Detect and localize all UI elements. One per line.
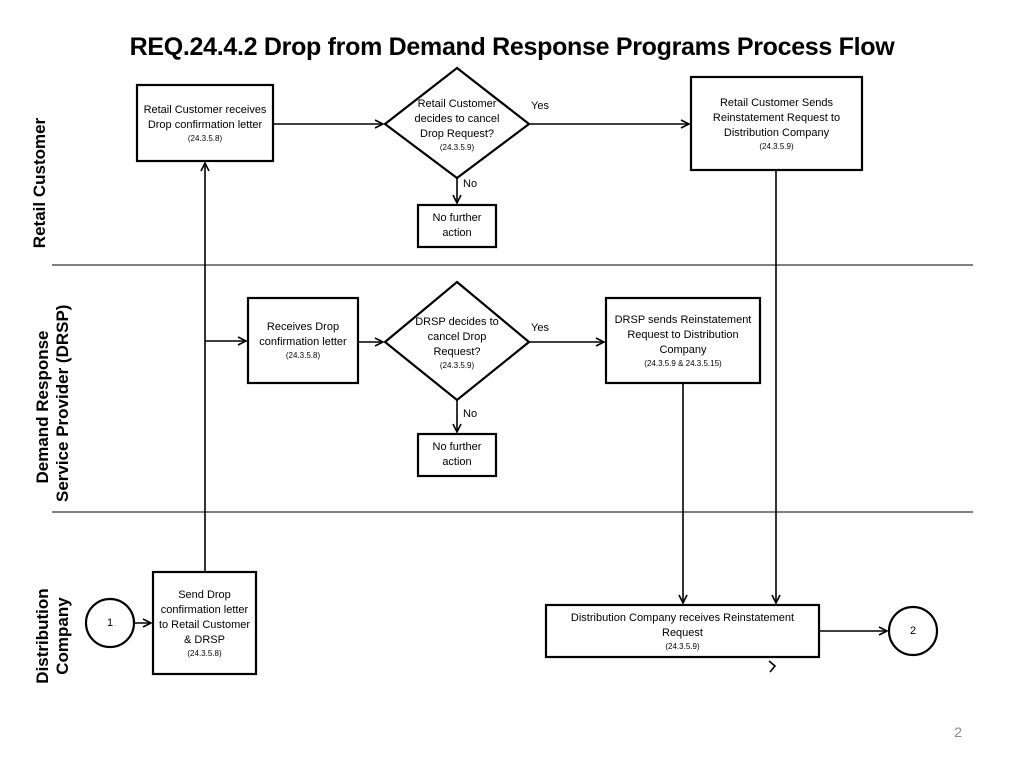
page-title: REQ.24.4.2 Drop from Demand Response Pro… — [129, 33, 895, 61]
dc-send-box — [151, 570, 258, 676]
dc-receives-text: Distribution Company receives Reinstatem… — [570, 611, 795, 651]
lane-label-retail-customer: Retail Customer — [30, 117, 49, 249]
rc-receives-box — [135, 83, 275, 163]
drsp-decides-text: DRSP decides to cancel Drop Request? (24… — [415, 316, 499, 370]
lane-label-drsp: Demand Response Service Provider (DRSP) — [33, 304, 72, 502]
lane-label-distribution-company: Distribution Company — [33, 588, 72, 684]
rc-decides-text: Retail Customer decides to cancel Drop R… — [414, 98, 500, 152]
rc-no-action-box — [416, 203, 498, 249]
drsp-no-action-box — [416, 432, 498, 478]
drsp-no-action-text: No further action — [432, 441, 482, 468]
drsp-receives-box — [246, 296, 360, 385]
rc-no-label: No — [463, 178, 478, 190]
end-connector-label: 2 — [909, 624, 917, 637]
page-number: 2 — [954, 724, 962, 740]
dc-send-text: Send Drop confirmation letter to Retail … — [158, 588, 251, 658]
drsp-no-label: No — [463, 408, 478, 420]
start-connector-label: 1 — [106, 616, 114, 629]
drsp-sends-text: DRSP sends Reinstatement Request to Dist… — [614, 313, 752, 368]
rc-no-action-text: No further action — [432, 212, 482, 239]
drsp-yes-label: Yes — [531, 322, 549, 334]
rc-sends-box — [689, 75, 864, 172]
rc-sends-text: Retail Customer Sends Reinstatement Requ… — [712, 96, 841, 151]
end-connector — [887, 605, 939, 657]
drsp-receives-text: Receives Drop confirmation letter (24.3.… — [259, 321, 347, 360]
rc-receives-text: Retail Customer receives Drop confirmati… — [143, 103, 267, 143]
stray-mark — [768, 660, 777, 673]
rc-yes-label: Yes — [531, 100, 549, 112]
